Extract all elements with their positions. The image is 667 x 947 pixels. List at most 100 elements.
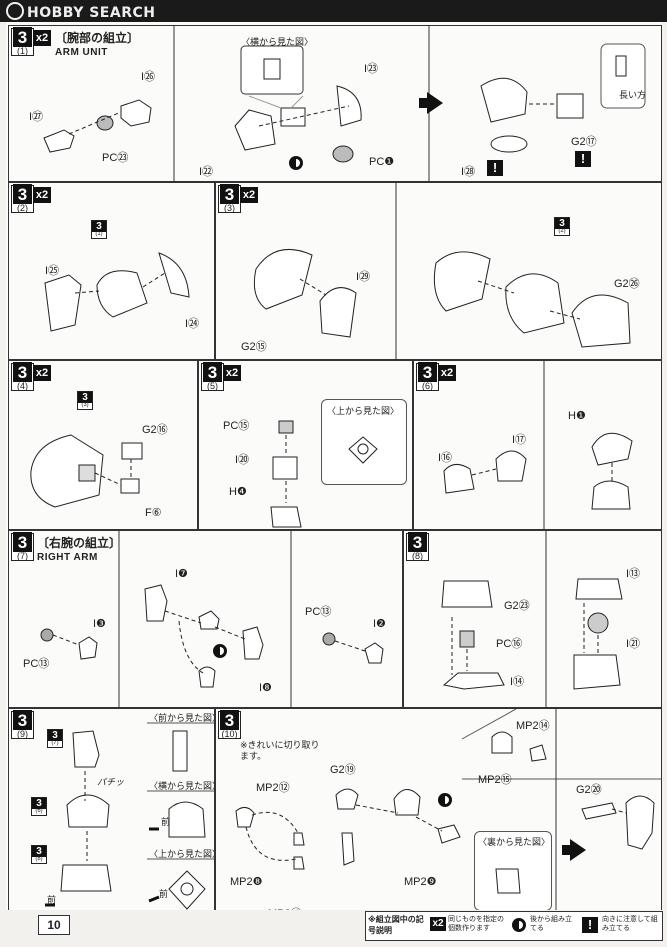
part-label: MP2❽: [230, 876, 263, 888]
reference-badge: 3(3): [77, 391, 93, 410]
page-number: 10: [38, 915, 70, 935]
step-3-10-drawing: [235, 709, 661, 931]
site-header: HOBBY SEARCH: [0, 0, 667, 22]
part-label: PC⑮: [223, 420, 250, 432]
click-sound: パチッ: [97, 778, 125, 788]
part-label: G2⑰: [571, 136, 597, 148]
step-badge: 3(10): [218, 710, 241, 739]
step-badge: 3(8): [406, 532, 429, 561]
step-3-8-drawing: [441, 531, 623, 707]
step-title-en: ARM UNIT: [55, 47, 108, 58]
step-3-5-panel: 3(5) x2 〈上から見た図〉 PC⑮ I⑳ H❹: [198, 360, 413, 530]
step-badge: 3(7): [11, 532, 34, 561]
step-title-jp: 〔右腕の組立〕: [37, 536, 122, 550]
logo-icon: [6, 2, 24, 20]
view-caption: 〈裏から見た図〉: [478, 838, 551, 848]
reference-badge: 3(8): [31, 845, 47, 864]
count-badge: x2: [438, 365, 456, 381]
build-later-icon: [213, 644, 227, 658]
step-badge: 3(2): [11, 184, 34, 213]
legend-warning-icon: !: [582, 917, 598, 933]
note-text: 長い方: [619, 91, 647, 101]
step-3-10-panel: 3(10) ※きれいに切り取ります。 〈裏から見た図〉 MP2⑫: [215, 708, 662, 932]
part-label: I❼: [175, 568, 188, 580]
reference-badge: 3(7): [47, 729, 63, 748]
legend-warn-text: 向きに注意して組み立てる: [602, 915, 658, 932]
part-label: G2⑲: [330, 764, 356, 776]
step-3-1-drawing: [43, 26, 646, 181]
warning-icon: !: [487, 160, 503, 176]
step-title-jp: 〔腕部の組立〕: [55, 31, 140, 45]
step-3-9-panel: 3(9) 3(7) 3(6) 3(8) 〈前から見た図〉 〈横から見た図〉 〈上…: [8, 708, 215, 932]
part-label: G2㉓: [504, 600, 530, 612]
step-3-6-drawing: [443, 361, 633, 529]
count-badge: x2: [33, 30, 51, 46]
step-3-1-panel: 3(1) x2 〔腕部の組立〕 ARM UNIT: [8, 25, 662, 182]
step-title-en: RIGHT ARM: [37, 552, 98, 563]
front-label: 前: [159, 890, 169, 900]
step-3-2-drawing: [44, 252, 190, 332]
build-later-icon: [289, 156, 303, 170]
count-badge: x2: [33, 187, 51, 203]
step-3-3-panel: 3(3) x2 3(2) I㉙ G2⑮ G2㉖: [215, 182, 662, 360]
legend-build-later-icon: [512, 918, 526, 932]
cut-note: ※きれいに切り取ります。: [240, 741, 320, 762]
step-badge: 3(3): [218, 184, 241, 213]
count-badge: x2: [240, 187, 258, 203]
part-label: PC❶: [369, 156, 395, 168]
step-3-2-panel: 3(2) x2 3(1) I㉕ I㉔: [8, 182, 215, 360]
step-3-3-drawing: [253, 183, 631, 359]
reference-badge: 3(6): [31, 797, 47, 816]
part-label: I❸: [93, 618, 106, 630]
view-caption: 〈前から見た図〉: [149, 714, 215, 724]
part-label: I㉔: [185, 318, 200, 330]
step-badge: 3(5): [201, 362, 224, 391]
legend-back-text: 後から組み立てる: [530, 915, 572, 932]
part-label: I㉘: [461, 166, 476, 178]
part-label: MP2⑫: [256, 782, 290, 794]
step-sub: (1): [17, 46, 28, 56]
part-label: I㉕: [45, 265, 60, 277]
view-caption: 〈横から見た図〉: [241, 38, 314, 48]
reference-badge: 3(2): [554, 217, 570, 236]
part-label: PC⑬: [305, 606, 332, 618]
part-label: I㉑: [626, 638, 641, 650]
part-label: F⑥: [145, 507, 162, 519]
step-3-5-drawing: [270, 420, 378, 528]
part-label: G2㉖: [614, 278, 640, 290]
part-label: I⑬: [626, 568, 641, 580]
next-arrow-icon: [562, 839, 586, 861]
part-label: MP2⑮: [478, 774, 512, 786]
brand-logo: HOBBY SEARCH: [6, 2, 155, 21]
part-label: MP2❾: [404, 876, 437, 888]
part-label: I㉖: [141, 71, 156, 83]
part-label: I⑳: [235, 454, 250, 466]
step-3-4-drawing: [30, 434, 143, 508]
symbol-legend: ※組立図中の記号説明 x2 同じものを指定の個数作ります 後から組み立てる ! …: [365, 911, 663, 941]
legend-count-text: 同じものを指定の個数作ります: [448, 915, 504, 932]
step-3-7-panel: 3(7) 〔右腕の組立〕 RIGHT ARM I❼ I❸ PC⑬ PC⑬ I❷ …: [8, 530, 403, 708]
part-label: G2⑳: [576, 784, 602, 796]
count-badge: x2: [33, 365, 51, 381]
view-caption: 〈上から見た図〉: [149, 850, 215, 860]
step-badge: 3(4): [11, 362, 34, 391]
part-label: PC㉓: [102, 152, 129, 164]
step-3-8-panel: 3(8) G2㉓ PC⑯ I⑭ I⑬ I㉑: [403, 530, 662, 708]
part-label: PC⑯: [496, 638, 523, 650]
brand-text: HOBBY SEARCH: [27, 5, 156, 21]
front-label: 前: [161, 818, 171, 828]
step-3-4-panel: 3(4) x2 3(3) G2⑯ F⑥: [8, 360, 198, 530]
step-badge: 3(9): [11, 710, 34, 739]
next-arrow-icon: [419, 92, 443, 114]
step-number: 3: [13, 27, 32, 47]
part-label: I㉙: [356, 271, 371, 283]
reference-badge: 3(1): [91, 220, 107, 239]
step-3-9-drawing: [45, 722, 214, 910]
part-label: I㉗: [29, 111, 44, 123]
step-3-6-panel: 3(6) x2 I⑯ I⑰ H❶: [413, 360, 662, 530]
view-caption: 〈横から見た図〉: [149, 782, 215, 792]
part-label: H❹: [229, 486, 247, 498]
front-label: 前: [47, 896, 57, 906]
part-label: G2⑮: [241, 341, 267, 353]
build-later-icon: [438, 793, 452, 807]
